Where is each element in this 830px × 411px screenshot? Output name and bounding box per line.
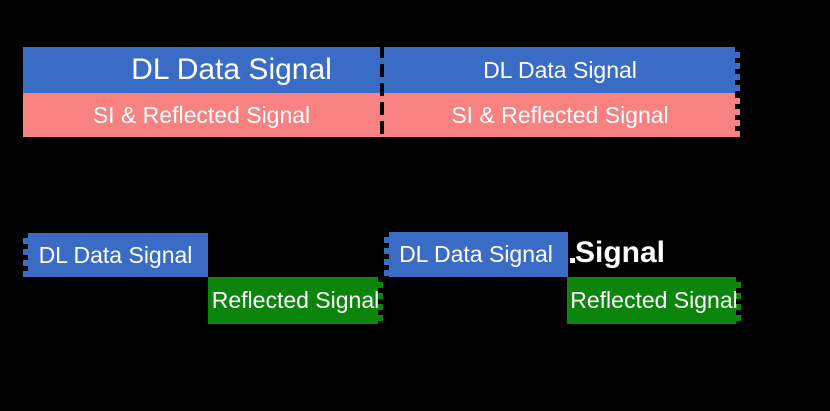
torn-edge-left	[384, 232, 389, 277]
torn-edge-right	[378, 277, 383, 324]
half-duplex-reflected-bar-1: Reflected Signal	[208, 277, 383, 324]
clipped-signal-label: Signal	[575, 236, 666, 269]
full-duplex-dl-frame-1: DL Data Signal	[23, 47, 380, 93]
half-duplex-reflected-bar-2: Reflected Signal	[567, 277, 741, 324]
full-duplex-si-frame-1: SI & Reflected Signal	[23, 93, 380, 137]
torn-edge-right	[735, 47, 740, 93]
dl-data-signal-label: DL Data Signal	[483, 56, 637, 83]
dl-data-signal-label: DL Data Signal	[131, 53, 332, 86]
full-duplex-si-frame-2: SI & Reflected Signal	[380, 93, 740, 137]
clipped-letter-fragment	[570, 258, 575, 263]
half-duplex-dl-data-bar-1: DL Data Signal	[23, 233, 208, 277]
torn-edge-right	[735, 93, 740, 137]
dl-data-signal-label: DL Data Signal	[38, 241, 193, 268]
reflected-signal-label: Reflected Signal	[570, 287, 738, 313]
full-duplex-dl-frame-2: DL Data Signal	[380, 47, 740, 93]
si-reflected-signal-label: SI & Reflected Signal	[451, 101, 669, 128]
half-duplex-dl-data-bar-2: DL Data Signal	[384, 232, 568, 277]
torn-edge-left	[23, 233, 28, 277]
torn-edge-right	[736, 277, 741, 324]
si-reflected-signal-label: SI & Reflected Signal	[92, 101, 311, 128]
dl-data-signal-label: DL Data Signal	[399, 241, 553, 267]
reflected-signal-label: Reflected Signal	[211, 287, 380, 313]
frame-boundary-dashed-line	[380, 45, 384, 137]
